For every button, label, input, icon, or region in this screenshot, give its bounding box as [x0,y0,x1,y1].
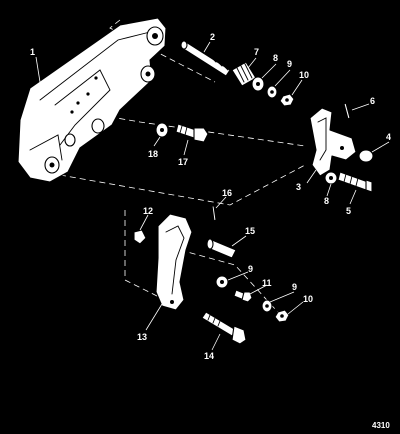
figure-number: 4310 [372,421,390,430]
callout-2: 2 [210,32,215,42]
callout-12: 12 [143,206,153,216]
lower-hardware [261,299,290,323]
upper-hardware [251,76,295,107]
callout-8-upper: 8 [273,53,278,63]
roll-pin-16 [211,205,217,222]
pin-15 [206,238,237,259]
callout-1: 1 [30,47,35,57]
callout-10-upper: 10 [299,70,309,80]
callout-17: 17 [178,157,188,167]
main-bracket [17,17,167,183]
callout-5: 5 [346,206,351,216]
callout-11: 11 [262,278,272,288]
callout-16: 16 [222,188,232,198]
plug-cap [358,149,374,163]
callout-8-lower: 8 [324,196,329,206]
alignment-line-upper [109,19,216,83]
cotter-pin [343,102,351,120]
callout-labels: 1 2 3 4 5 6 7 8 9 10 11 12 13 14 15 16 1… [30,32,391,361]
screw-11 [233,289,253,303]
alignment-line-lower [59,164,306,206]
lower-arm [155,213,193,311]
callout-3: 3 [296,182,301,192]
callout-9-lower: 9 [292,282,297,292]
washer-18 [155,122,169,138]
callout-18: 18 [148,149,158,159]
callout-15: 15 [245,226,255,236]
bolt-14 [201,311,247,345]
latch-bracket [309,107,357,177]
callout-7: 7 [254,47,259,57]
leader-lines [35,41,390,351]
stud-pin [180,40,231,77]
clip-12 [133,229,147,245]
callout-9-upper: 9 [287,59,292,69]
alignment-line-bracket [124,210,166,301]
bolt-right [337,171,373,193]
callout-10-lower: 10 [303,294,313,304]
callout-14: 14 [204,351,214,361]
washer-lower-mid [215,275,229,289]
callout-6: 6 [370,96,375,106]
callout-4: 4 [386,132,391,142]
callout-13: 13 [137,332,147,342]
callout-9-lower-mid: 9 [248,264,253,274]
bolt-17 [175,123,209,143]
washer-lower-right [324,171,338,185]
